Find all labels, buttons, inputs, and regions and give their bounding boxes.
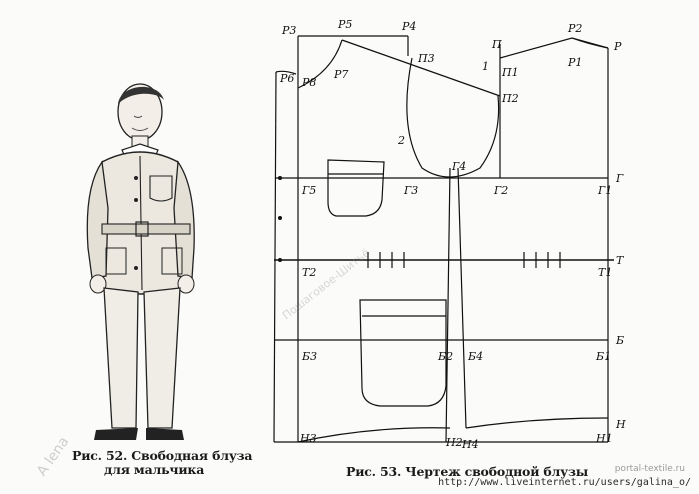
label-g3: Г3 [403,184,418,197]
label-g: Г [615,172,624,185]
label-one: 1 [482,60,489,73]
label-g1: Г1 [597,184,612,197]
label-p3: Р3 [281,24,296,37]
watermark-diagonal-left: A lena [34,433,73,480]
label-g2: Г2 [493,184,508,197]
label-t: Т [616,254,625,267]
label-h3: Н3 [299,432,317,445]
label-pi2: П2 [501,92,519,105]
label-pi1: П1 [501,66,519,79]
label-p1: Р1 [567,56,582,69]
label-h1: Н1 [595,432,613,445]
label-t2: Т2 [302,266,316,279]
label-h5: Н5 [293,448,311,450]
blouse-pattern-draft: Р3 Р5 Р4 Р7 Р6 Р8 П Р2 Р Р1 П1 П2 П3 1 2… [273,18,626,450]
label-r: Р [613,40,622,53]
figure-53-caption: Рис. 53. Чертеж свободной блузы [346,464,589,479]
label-p6: Р6 [279,72,294,85]
label-p4: Р4 [401,20,416,33]
label-p2: Р2 [567,22,582,35]
watermark-url: http://www.liveinternet.ru/users/galina_… [438,477,691,488]
figure-52-caption: Рис. 52. Свободная блуза [72,448,253,463]
label-b1: Б1 [595,350,611,363]
label-b3: Б3 [301,350,317,363]
label-g5: Г5 [301,184,316,197]
label-b4: Б4 [467,350,483,363]
watermark-site-tag: portal-textile.ru [614,464,685,474]
label-p5: Р5 [337,18,352,31]
label-pi: П [491,38,502,51]
label-pi3: П3 [417,52,435,65]
label-b: Б [615,334,624,347]
boy-blouse-illustration [86,83,195,440]
label-g4: Г4 [451,160,466,173]
label-p8: Р8 [301,76,316,89]
label-two: 2 [397,134,405,147]
label-b2: Б2 [437,350,453,363]
label-t1: Т1 [598,266,612,279]
figure-52-caption-line2: для мальчика [104,462,205,477]
label-h4: Н4 [461,438,479,450]
label-h2: Н2 [445,436,463,449]
label-h: Н [615,418,626,431]
label-p7: Р7 [333,68,348,81]
